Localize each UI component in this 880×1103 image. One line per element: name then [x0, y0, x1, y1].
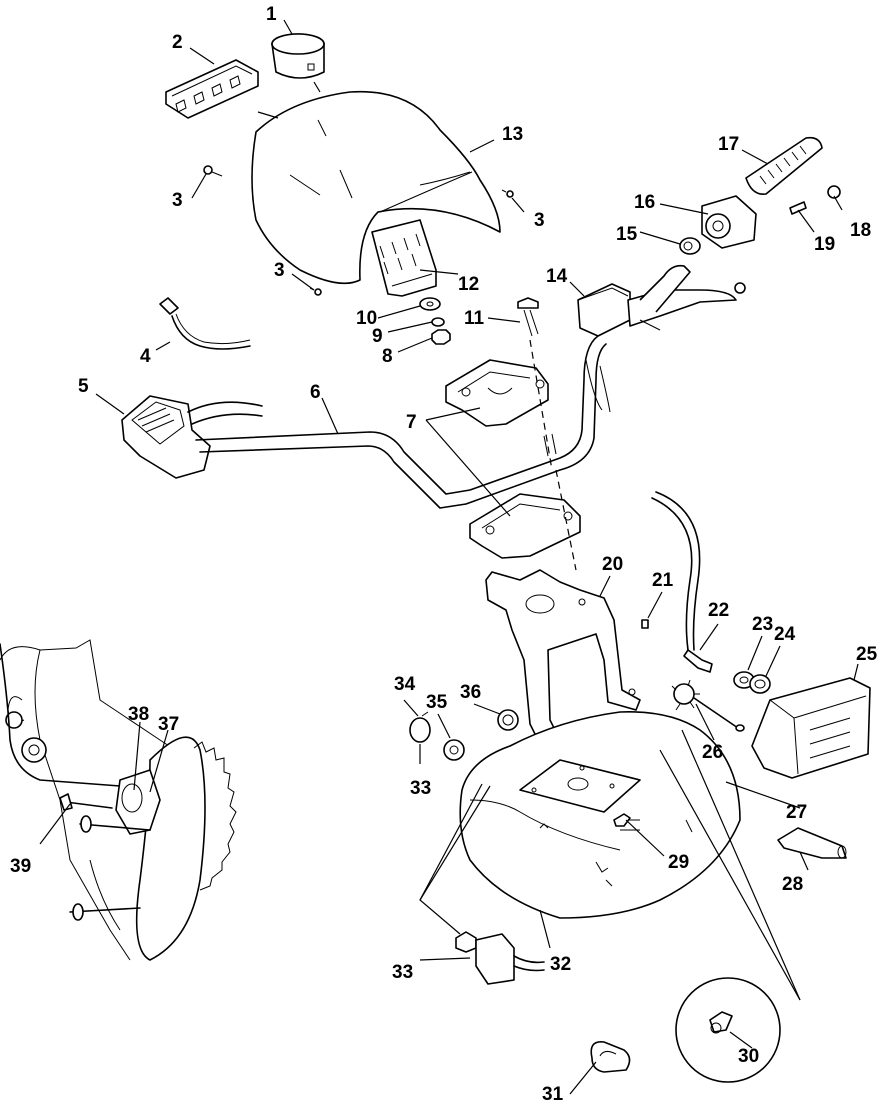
callout-30: 30 [738, 1046, 759, 1067]
callout-29: 29 [668, 852, 689, 873]
callout-10: 10 [356, 308, 377, 329]
part-18-end-cap [827, 185, 841, 199]
part-25-headlamp [751, 677, 871, 779]
callout-20: 20 [602, 554, 623, 575]
callout-24: 24 [774, 624, 796, 645]
part-7-clamp-lower [469, 493, 581, 559]
part-35-washer [443, 739, 465, 761]
part-8-nut [431, 329, 451, 345]
callout-labels: 1 2 3 3 3 4 5 6 7 8 9 10 11 12 13 14 15 … [10, 4, 878, 1103]
part-6-handlebar [195, 335, 611, 509]
callout-14: 14 [546, 266, 568, 287]
callout-18: 18 [850, 220, 871, 241]
callout-3b: 3 [534, 210, 545, 231]
callout-13: 13 [502, 124, 523, 145]
part-1-speedometer [271, 33, 325, 79]
callout-12: 12 [458, 274, 479, 295]
part-28-bulb-socket [777, 827, 847, 859]
callout-25: 25 [856, 644, 878, 665]
part-7-clamp-upper [445, 359, 549, 427]
part-20-mount-bracket [485, 569, 641, 745]
part-34-switch-knob [409, 711, 431, 743]
part-4-harness [159, 297, 251, 350]
callout-36: 36 [460, 682, 481, 703]
part-26-adjust-screw [671, 679, 745, 732]
callout-6: 6 [310, 382, 321, 403]
part-10-washer [419, 297, 441, 311]
part-5-throttle-housing [121, 395, 263, 479]
callout-22: 22 [708, 600, 729, 621]
callout-9: 9 [372, 326, 383, 347]
callout-31: 31 [542, 1084, 564, 1103]
callout-7: 7 [406, 412, 417, 433]
callout-3c: 3 [274, 260, 285, 281]
part-15-spacer [679, 237, 701, 255]
part-3-screw-a [203, 165, 223, 177]
callout-28: 28 [782, 874, 803, 895]
callout-16: 16 [634, 192, 655, 213]
callout-33a: 33 [392, 962, 413, 983]
part-19-screw [789, 201, 807, 215]
part-32-lower-fairing [459, 711, 741, 919]
part-2-indicator-panel [165, 59, 259, 119]
callout-19: 19 [814, 234, 835, 255]
part-13-hood [251, 90, 501, 285]
callout-1: 1 [266, 4, 277, 25]
callout-26: 26 [702, 742, 723, 763]
part-36-grommet [497, 709, 519, 731]
part-3-screw-b [501, 189, 514, 198]
callout-34: 34 [394, 674, 416, 695]
part-29-clip [613, 813, 631, 827]
callout-15: 15 [616, 224, 638, 245]
callout-11: 11 [464, 308, 485, 329]
callout-27: 27 [786, 802, 807, 823]
callout-33b: 33 [410, 778, 431, 799]
callout-23: 23 [752, 614, 773, 635]
callout-5: 5 [78, 376, 89, 397]
callout-32: 32 [550, 954, 571, 975]
brake-detail [0, 639, 237, 961]
callout-4: 4 [140, 346, 151, 367]
callout-3a: 3 [172, 190, 183, 211]
part-21-screw [641, 619, 649, 629]
part-11-bolt [517, 297, 539, 337]
callout-2: 2 [172, 32, 183, 53]
part-12-bracket [371, 219, 437, 297]
part-31-hose-clamp [590, 1041, 631, 1073]
part-33-switch [455, 931, 545, 985]
callout-8: 8 [382, 346, 393, 367]
callout-37: 37 [158, 714, 179, 735]
callout-21: 21 [652, 570, 674, 591]
part-16-switch-housing [701, 195, 757, 249]
part-17-grip [745, 136, 823, 195]
part-14-master-cylinder [577, 264, 746, 337]
part-30-detail-circle [659, 729, 801, 1083]
part-9-washer [431, 317, 445, 327]
callout-38: 38 [128, 704, 149, 725]
leader-lines [39, 19, 859, 1095]
part-24-grommet [749, 674, 771, 694]
callout-39: 39 [10, 856, 31, 877]
part-22-cable [651, 491, 713, 673]
part-3-screw-c [309, 287, 322, 296]
callout-17: 17 [718, 134, 739, 155]
callout-35: 35 [426, 692, 448, 713]
